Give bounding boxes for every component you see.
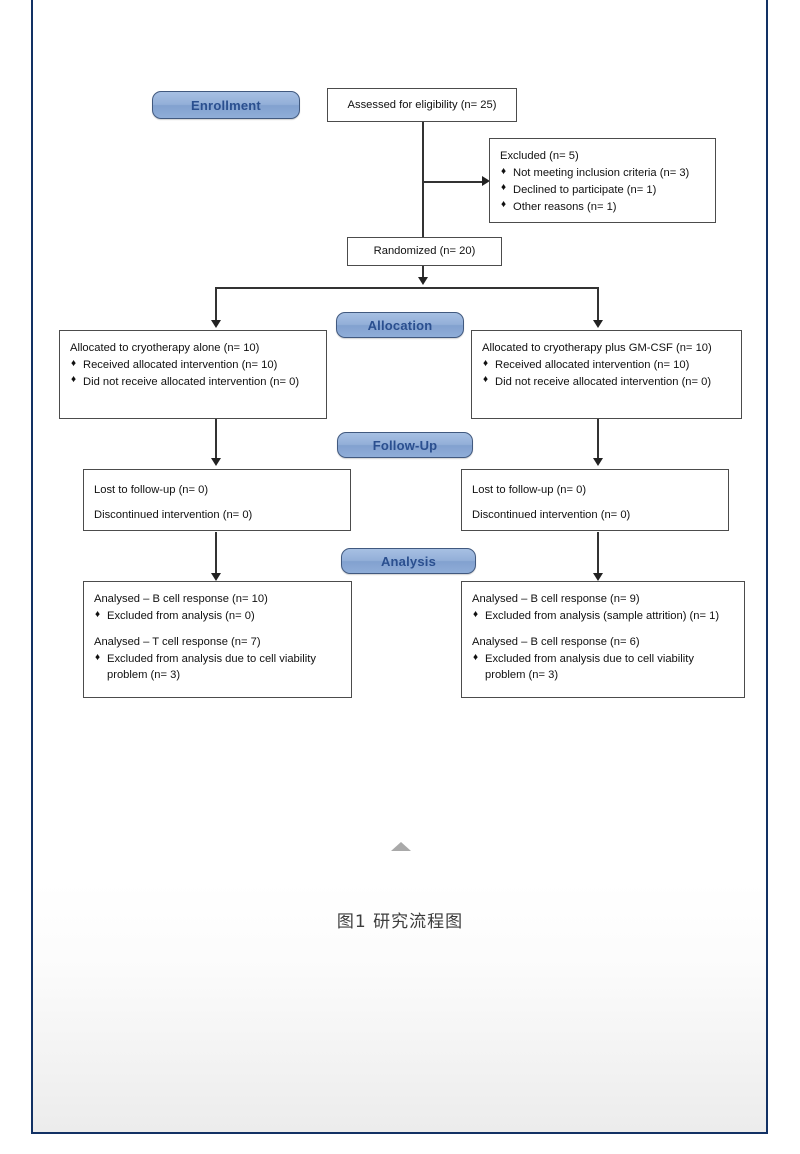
- connector-follow-left-to-analysis-left: [215, 532, 217, 578]
- stage-label-allocation: Allocation: [367, 317, 433, 333]
- arrowhead-randomized-down: [418, 277, 428, 285]
- node-allocated-right: Allocated to cryotherapy plus GM-CSF (n=…: [471, 330, 742, 419]
- connector-split-left-down: [215, 287, 217, 323]
- spacer: [472, 498, 718, 507]
- analysis-right-list2: ♦ Excluded from analysis due to cell via…: [472, 651, 734, 683]
- list-item: ♦ Excluded from analysis (n= 0): [94, 608, 341, 624]
- analysis-left-list1: ♦ Excluded from analysis (n= 0): [94, 608, 341, 624]
- connector-assessed-to-excluded: [422, 181, 484, 183]
- stage-pill-analysis: Analysis: [341, 548, 476, 574]
- diamond-bullet-icon: ♦: [473, 608, 479, 620]
- diamond-bullet-icon: ♦: [483, 374, 489, 386]
- node-analysis-left: Analysed – B cell response (n= 10) ♦ Exc…: [83, 581, 352, 698]
- diamond-bullet-icon: ♦: [501, 165, 507, 177]
- analysis-left-item1: Excluded from analysis (n= 0): [107, 610, 255, 623]
- connector-allocation-split-bar: [215, 287, 599, 289]
- follow-right-line1: Lost to follow-up (n= 0): [472, 484, 587, 496]
- alloc-right-item-0: Received allocated intervention (n= 10): [495, 359, 690, 372]
- node-assessed-for-eligibility: Assessed for eligibility (n= 25): [327, 88, 517, 122]
- list-item: ♦ Received allocated intervention (n= 10…: [482, 357, 731, 373]
- list-item: ♦ Excluded from analysis due to cell via…: [94, 651, 341, 683]
- list-item: ♦ Declined to participate (n= 1): [500, 182, 705, 198]
- arrowhead-alloc-right: [593, 320, 603, 328]
- stage-pill-enrollment: Enrollment: [152, 91, 300, 119]
- analysis-left-item2: Excluded from analysis due to cell viabi…: [107, 653, 316, 682]
- randomized-title: Randomized (n= 20): [373, 245, 476, 258]
- diamond-bullet-icon: ♦: [501, 182, 507, 194]
- excluded-title: Excluded (n= 5): [500, 150, 579, 162]
- connector-alloc-right-to-follow-right: [597, 418, 599, 462]
- node-allocated-left: Allocated to cryotherapy alone (n= 10) ♦…: [59, 330, 327, 419]
- stage-pill-followup: Follow-Up: [337, 432, 473, 458]
- stage-label-followup: Follow-Up: [372, 437, 438, 453]
- analysis-left-title2: Analysed – T cell response (n= 7): [94, 635, 261, 648]
- spacer: [94, 625, 341, 634]
- arrowhead-analysis-left: [211, 573, 221, 581]
- spacer: [472, 625, 734, 634]
- alloc-right-item-1: Did not receive allocated intervention (…: [495, 375, 712, 388]
- list-item: ♦ Received allocated intervention (n= 10…: [70, 357, 316, 373]
- analysis-right-list1: ♦ Excluded from analysis (sample attriti…: [472, 608, 734, 624]
- arrowhead-to-excluded: [482, 176, 490, 186]
- node-randomized: Randomized (n= 20): [347, 237, 502, 266]
- stage-pill-allocation: Allocation: [336, 312, 464, 338]
- alloc-right-list: ♦ Received allocated intervention (n= 10…: [482, 357, 731, 390]
- alloc-left-list: ♦ Received allocated intervention (n= 10…: [70, 357, 316, 390]
- diamond-bullet-icon: ♦: [501, 199, 507, 211]
- arrowhead-analysis-right: [593, 573, 603, 581]
- arrowhead-follow-left: [211, 458, 221, 466]
- node-followup-right: Lost to follow-up (n= 0) Discontinued in…: [461, 469, 729, 531]
- spacer: [94, 498, 340, 507]
- analysis-right-item1: Excluded from analysis (sample attrition…: [485, 610, 720, 623]
- arrowhead-follow-right: [593, 458, 603, 466]
- analysis-left-title1: Analysed – B cell response (n= 10): [94, 593, 268, 605]
- alloc-left-item-0: Received allocated intervention (n= 10): [83, 359, 278, 372]
- follow-left-line2: Discontinued intervention (n= 0): [94, 509, 253, 522]
- list-item: ♦ Other reasons (n= 1): [500, 199, 705, 215]
- stage-label-analysis: Analysis: [380, 553, 437, 569]
- diamond-bullet-icon: ♦: [95, 651, 101, 663]
- connector-follow-right-to-analysis-right: [597, 532, 599, 578]
- assessed-title: Assessed for eligibility (n= 25): [347, 98, 497, 111]
- stage-label-enrollment: Enrollment: [191, 97, 261, 113]
- diamond-bullet-icon: ♦: [71, 374, 77, 386]
- analysis-left-list2: ♦ Excluded from analysis due to cell via…: [94, 651, 341, 683]
- arrowhead-alloc-left: [211, 320, 221, 328]
- follow-right-line2: Discontinued intervention (n= 0): [472, 509, 631, 522]
- excluded-reason-0: Not meeting inclusion criteria (n= 3): [513, 167, 690, 180]
- figure-caption: 图1 研究流程图: [336, 912, 464, 932]
- diamond-bullet-icon: ♦: [473, 651, 479, 663]
- list-item: ♦ Excluded from analysis (sample attriti…: [472, 608, 734, 624]
- excluded-reason-list: ♦ Not meeting inclusion criteria (n= 3) …: [500, 165, 705, 215]
- connector-randomized-down: [422, 265, 424, 281]
- diamond-bullet-icon: ♦: [95, 608, 101, 620]
- excluded-reason-1: Declined to participate (n= 1): [513, 183, 657, 196]
- alloc-left-title: Allocated to cryotherapy alone (n= 10): [70, 342, 260, 354]
- excluded-reason-2: Other reasons (n= 1): [513, 200, 617, 213]
- triangle-up-icon[interactable]: [391, 842, 411, 851]
- analysis-right-item2: Excluded from analysis due to cell viabi…: [485, 653, 694, 682]
- analysis-right-title2: Analysed – B cell response (n= 6): [472, 635, 640, 648]
- alloc-right-title: Allocated to cryotherapy plus GM-CSF (n=…: [482, 342, 712, 354]
- alloc-left-item-1: Did not receive allocated intervention (…: [83, 375, 300, 388]
- connector-alloc-left-to-follow-left: [215, 418, 217, 462]
- follow-left-line1: Lost to follow-up (n= 0): [94, 484, 209, 496]
- node-analysis-right: Analysed – B cell response (n= 9) ♦ Excl…: [461, 581, 745, 698]
- node-followup-left: Lost to follow-up (n= 0) Discontinued in…: [83, 469, 351, 531]
- analysis-right-title1: Analysed – B cell response (n= 9): [472, 593, 640, 605]
- list-item: ♦ Did not receive allocated intervention…: [70, 374, 316, 390]
- list-item: ♦ Did not receive allocated intervention…: [482, 374, 731, 390]
- diamond-bullet-icon: ♦: [483, 357, 489, 369]
- list-item: ♦ Excluded from analysis due to cell via…: [472, 651, 734, 683]
- node-excluded: Excluded (n= 5) ♦ Not meeting inclusion …: [489, 138, 716, 223]
- list-item: ♦ Not meeting inclusion criteria (n= 3): [500, 165, 705, 181]
- diamond-bullet-icon: ♦: [71, 357, 77, 369]
- connector-split-right-down: [597, 287, 599, 323]
